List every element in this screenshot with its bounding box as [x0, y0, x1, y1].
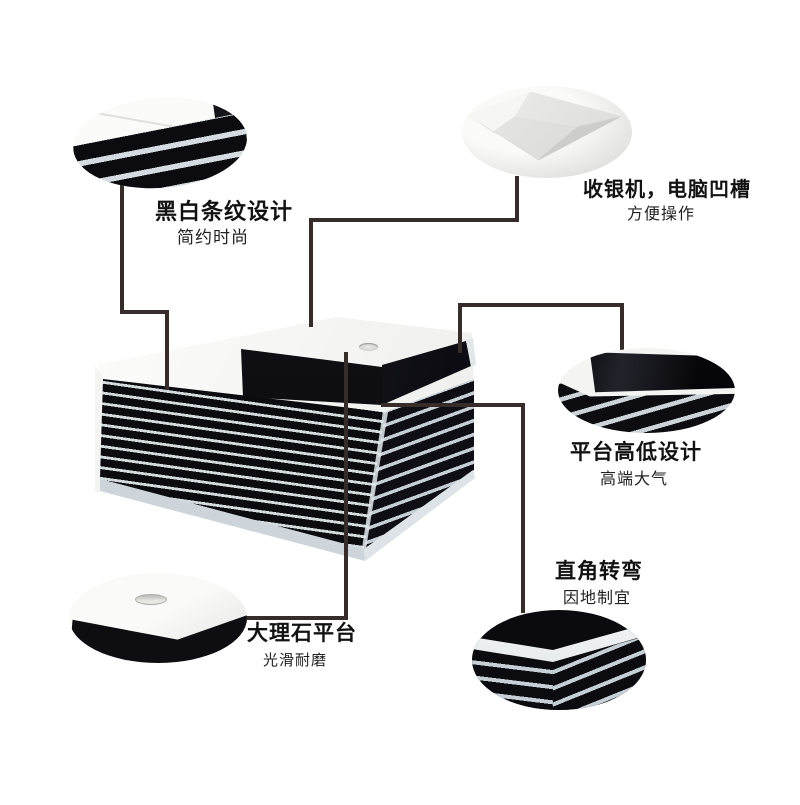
callout-title-right-angle: 直角转弯 — [555, 560, 643, 583]
callout-subtitle-right-angle: 因地制宜 — [563, 590, 632, 607]
callout-title-register-groove: 收银机，电脑凹槽 — [583, 179, 751, 201]
detail-ellipse-marble-top — [69, 573, 247, 663]
grommet-closeup — [135, 594, 167, 605]
callout-subtitle-marble-top: 光滑耐磨 — [263, 652, 328, 669]
callout-title-marble-top: 大理石平台 — [247, 622, 357, 645]
callout-title-platform-levels: 平台高低设计 — [570, 441, 702, 464]
cable-grommet — [359, 343, 378, 351]
black-base — [69, 615, 247, 663]
callout-subtitle-stripes: 简约时尚 — [177, 228, 249, 247]
callout-subtitle-platform-levels: 高端大气 — [600, 471, 669, 488]
callout-title-stripes: 黑白条纹设计 — [155, 199, 294, 224]
detail-ellipse-platform-levels — [558, 348, 735, 433]
callout-subtitle-register-groove: 方便操作 — [627, 206, 696, 223]
detail-ellipse-right-angle — [472, 610, 646, 710]
detail-ellipse-register-groove — [462, 86, 632, 178]
